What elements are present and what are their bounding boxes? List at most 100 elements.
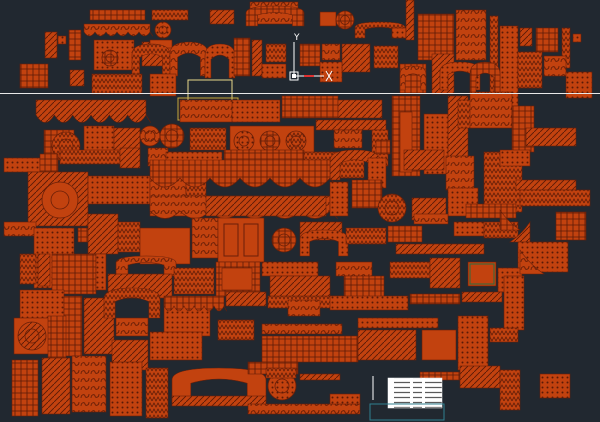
- ornament-panel-block[interactable]: [225, 291, 267, 307]
- ornament-panel-block[interactable]: [231, 99, 281, 123]
- ornament-arch-block[interactable]: [354, 21, 406, 39]
- ornament-arch-block[interactable]: [399, 65, 427, 91]
- ornament-panel-block[interactable]: [149, 331, 203, 361]
- ornament-panel-block[interactable]: [459, 365, 501, 389]
- ornament-panel-block[interactable]: [357, 317, 439, 329]
- door-panel[interactable]: [243, 223, 259, 257]
- ornament-panel-block[interactable]: [315, 119, 387, 131]
- ornament-panel-block[interactable]: [63, 295, 83, 357]
- ornament-panel-block[interactable]: [179, 99, 237, 123]
- ornament-panel-block[interactable]: [149, 73, 177, 97]
- ornament-panel-block[interactable]: [191, 217, 219, 259]
- ornament-panel-block[interactable]: [145, 367, 169, 419]
- ornament-panel-block[interactable]: [37, 253, 51, 287]
- ornament-panel-block[interactable]: [345, 227, 387, 245]
- ornament-panel-block[interactable]: [329, 181, 349, 217]
- ornament-arch-block[interactable]: [204, 43, 236, 79]
- ornament-panel-block[interactable]: [343, 275, 385, 299]
- ornament-panel-block[interactable]: [19, 63, 49, 89]
- ornament-panel-block[interactable]: [515, 179, 577, 191]
- ornament-panel-block[interactable]: [321, 43, 341, 61]
- ornament-arch-block[interactable]: [115, 255, 177, 277]
- ornament-arch-block[interactable]: [103, 287, 161, 319]
- ornament-arch-block[interactable]: [299, 229, 349, 257]
- selected-block-highlight[interactable]: [187, 79, 233, 103]
- ornament-medallion-block[interactable]: [17, 321, 47, 351]
- ornament-panel-block[interactable]: [3, 157, 41, 173]
- ornament-panel-block[interactable]: [39, 153, 59, 173]
- ornament-panel-block[interactable]: [391, 27, 407, 39]
- ornament-valance-block[interactable]: [83, 23, 154, 37]
- ornament-panel-block[interactable]: [115, 317, 149, 337]
- medallion-inner-ring[interactable]: [274, 378, 290, 394]
- ornament-corner-bracket[interactable]: [499, 209, 521, 231]
- ornament-panel-block[interactable]: [68, 29, 82, 61]
- ornament-panel-block[interactable]: [467, 261, 497, 287]
- ornament-panel-block[interactable]: [445, 155, 475, 191]
- ornament-panel-block[interactable]: [91, 73, 143, 95]
- ornament-panel-block[interactable]: [319, 11, 337, 27]
- ornament-panel-block[interactable]: [499, 149, 531, 167]
- ornament-arch-block[interactable]: [131, 43, 171, 75]
- ornament-panel-block[interactable]: [287, 299, 321, 317]
- medallion-inner-ring[interactable]: [264, 135, 276, 147]
- ornament-panel-block[interactable]: [171, 395, 267, 407]
- ornament-panel-block[interactable]: [337, 99, 383, 119]
- ornament-panel-block[interactable]: [261, 63, 287, 79]
- ornament-medallion-block[interactable]: [233, 130, 255, 152]
- ornament-arch-block[interactable]: [169, 41, 209, 77]
- medallion-inner-ring[interactable]: [24, 328, 40, 344]
- ornament-medallion-block[interactable]: [377, 193, 407, 223]
- ornament-panel-block[interactable]: [341, 43, 371, 73]
- ornament-panel-block[interactable]: [109, 361, 143, 417]
- ornament-panel-block[interactable]: [189, 127, 227, 151]
- ornament-panel-block[interactable]: [405, 0, 415, 41]
- ornament-panel-block[interactable]: [455, 9, 487, 61]
- ornament-panel-block[interactable]: [525, 127, 577, 147]
- ornament-medallion-block[interactable]: [101, 49, 119, 67]
- ornament-panel-block[interactable]: [517, 51, 543, 89]
- ornament-panel-block[interactable]: [413, 213, 449, 225]
- ornament-panel-block[interactable]: [261, 261, 319, 277]
- ornament-panel-block[interactable]: [329, 393, 361, 405]
- ornament-panel-block[interactable]: [543, 55, 567, 77]
- ornament-medallion-block[interactable]: [259, 130, 281, 152]
- door-panel[interactable]: [223, 223, 239, 257]
- ornament-arch-block[interactable]: [245, 5, 305, 27]
- ornament-medallion-block[interactable]: [335, 10, 355, 30]
- ornament-panel-block[interactable]: [233, 37, 251, 77]
- ornament-panel-block[interactable]: [47, 315, 67, 359]
- ornament-panel-block[interactable]: [335, 261, 373, 277]
- ornament-panel-block[interactable]: [19, 253, 37, 285]
- ornament-panel-block[interactable]: [71, 355, 107, 413]
- medallion-inner-ring[interactable]: [384, 200, 400, 216]
- ornament-valance-block[interactable]: [149, 159, 338, 188]
- ornament-panel-block[interactable]: [281, 95, 339, 119]
- ornament-panel-block[interactable]: [395, 243, 485, 255]
- ornament-panel-block[interactable]: [57, 35, 67, 45]
- ornament-panel-block[interactable]: [299, 373, 341, 381]
- medallion-inner-ring[interactable]: [165, 129, 179, 143]
- ornament-panel-block[interactable]: [489, 327, 519, 343]
- ornament-panel-block[interactable]: [461, 291, 503, 303]
- ornament-panel-block[interactable]: [387, 225, 423, 243]
- selection-window-frame[interactable]: [369, 403, 445, 421]
- ornament-panel-block[interactable]: [3, 221, 37, 237]
- medallion-inner-ring[interactable]: [340, 15, 350, 25]
- ornament-panel-block[interactable]: [539, 373, 571, 399]
- ornament-medallion-block[interactable]: [41, 181, 79, 219]
- ornament-panel-block[interactable]: [59, 149, 121, 165]
- ornament-panel-block[interactable]: [329, 295, 409, 311]
- ornament-panel-block[interactable]: [217, 217, 265, 263]
- ornament-panel-block[interactable]: [217, 319, 255, 341]
- ornament-medallion-block[interactable]: [139, 125, 161, 147]
- ornament-panel-block[interactable]: [351, 179, 383, 209]
- ornament-arch-block[interactable]: [171, 367, 267, 403]
- ornament-panel-block[interactable]: [565, 71, 593, 99]
- ornament-panel-block[interactable]: [44, 31, 58, 59]
- medallion-inner-ring[interactable]: [50, 190, 70, 210]
- ornament-panel-block[interactable]: [429, 257, 461, 289]
- ornament-panel-block[interactable]: [205, 195, 327, 217]
- ornament-panel-block[interactable]: [519, 27, 533, 47]
- ornament-panel-block[interactable]: [261, 335, 359, 363]
